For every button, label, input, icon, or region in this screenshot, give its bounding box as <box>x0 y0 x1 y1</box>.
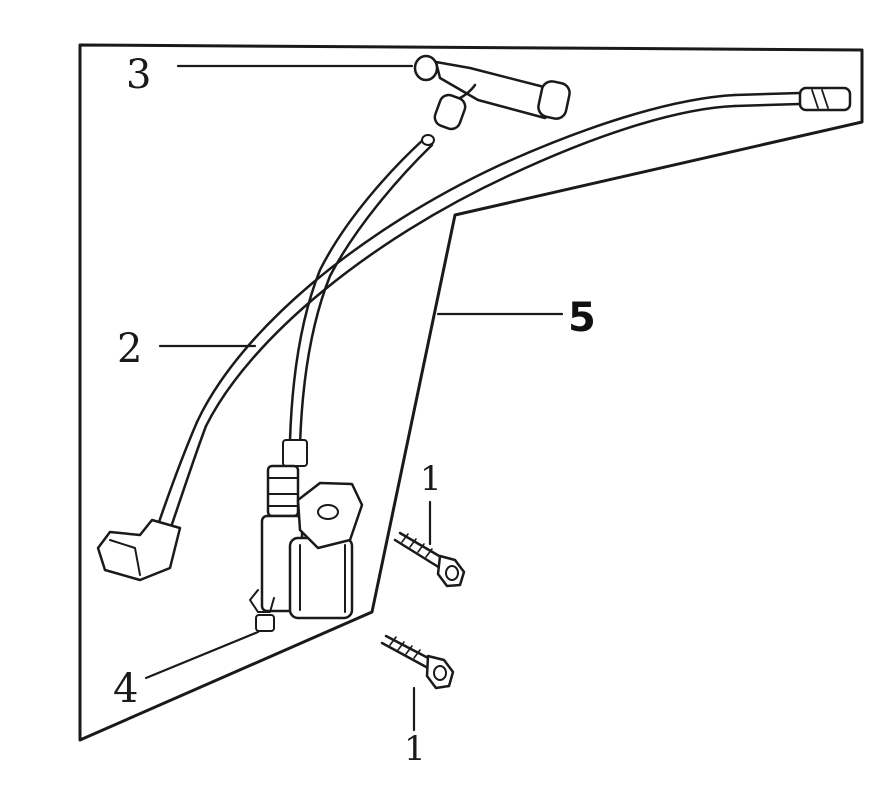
bolt-lower <box>380 634 455 690</box>
bolt-upper <box>393 531 466 588</box>
callout-3: 3 <box>126 52 151 98</box>
cap-boot-icon <box>433 93 467 131</box>
callout-2: 2 <box>117 326 142 372</box>
bolt-head-lower-icon <box>425 654 455 690</box>
leader-4 <box>144 630 260 680</box>
cap-knob-icon <box>413 54 439 82</box>
cable-lower-end <box>96 420 208 582</box>
coil-lead-wire <box>282 134 435 467</box>
long-cable <box>195 86 852 428</box>
ignition-coil <box>249 464 364 632</box>
plug-cap-lower-icon <box>96 518 182 582</box>
callout-1-lower: 1 <box>404 729 426 769</box>
assembly-panel <box>78 43 864 742</box>
coil-terminal-icon <box>255 614 275 632</box>
callout-4: 4 <box>113 666 138 712</box>
bolt-head-upper-icon <box>436 554 466 588</box>
leader-lines <box>144 64 564 732</box>
callout-1-upper: 1 <box>420 459 442 499</box>
callout-5: 5 <box>568 295 596 341</box>
spark-plug-cap <box>413 54 571 131</box>
